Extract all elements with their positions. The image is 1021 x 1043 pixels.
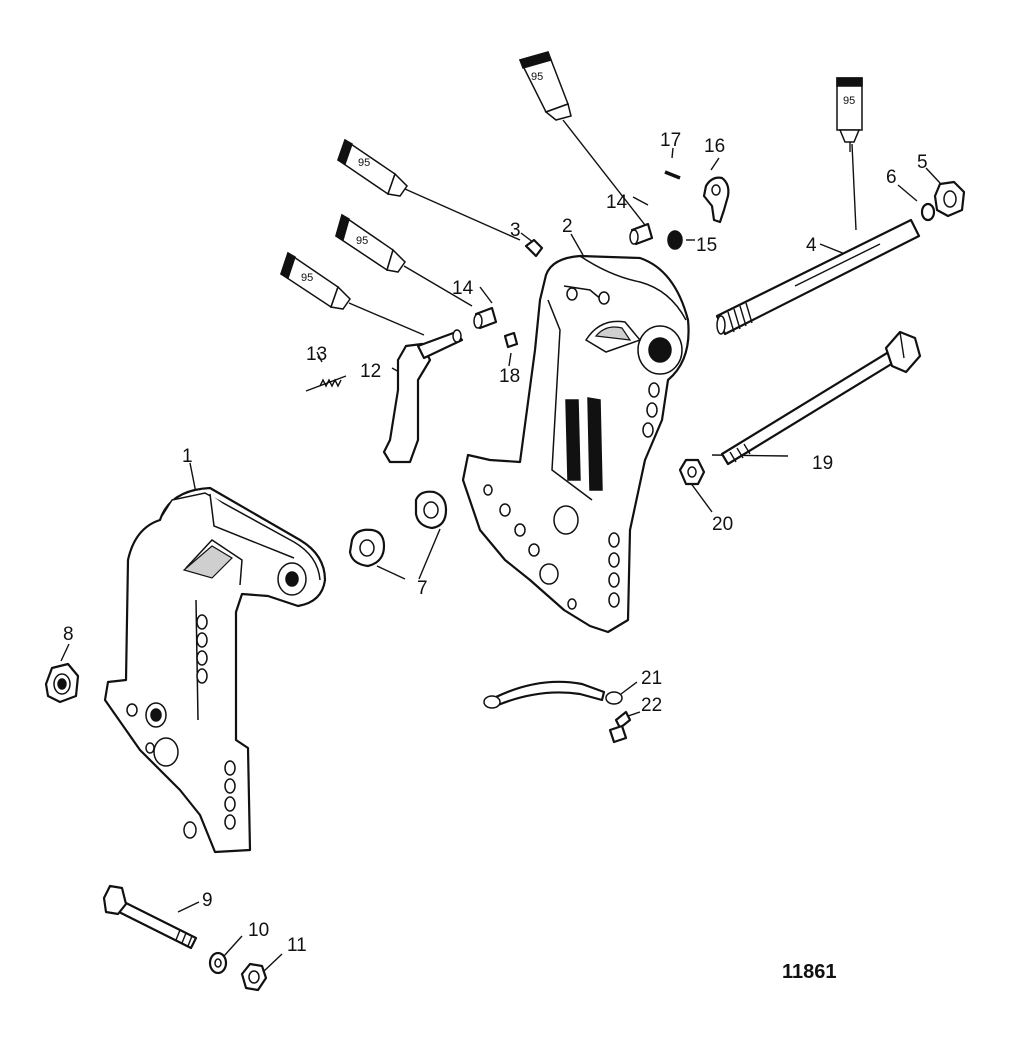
callout-7: 7 (417, 578, 428, 599)
callout-21: 21 (641, 668, 662, 689)
tube-label-95: 95 (358, 157, 370, 169)
callout-17: 17 (660, 130, 681, 151)
hex-nut-8 (44, 662, 80, 704)
callout-16: 16 (704, 136, 725, 157)
callout-1: 1 (182, 446, 193, 467)
callout-22: 22 (641, 695, 662, 716)
callout-15: 15 (696, 235, 717, 256)
tube-label-95: 95 (356, 235, 368, 247)
callout-13: 13 (306, 344, 327, 365)
lubricant-tube-lower-left: 95 (280, 251, 425, 336)
callout-2: 2 (562, 216, 573, 237)
callout-14-upper: 14 (606, 192, 628, 213)
tube-label-95: 95 (531, 71, 543, 83)
flat-washer-10 (208, 951, 228, 975)
lubricant-tube-top: 95 (518, 51, 646, 226)
callout-3: 3 (510, 220, 521, 241)
bracket-2-holes-right (608, 382, 660, 608)
callout-20: 20 (712, 514, 733, 535)
set-screw-18 (503, 331, 519, 349)
hex-nut-11 (240, 962, 268, 992)
spring-13 (305, 375, 347, 392)
lubricant-tube-mid-left: 95 (335, 213, 473, 307)
thrust-washer-7b (414, 490, 448, 530)
bushing-14-upper (629, 222, 654, 246)
tilt-tube (715, 218, 921, 336)
callout-8: 8 (63, 624, 74, 645)
screw-22 (608, 710, 632, 744)
callouts: 1 2 3 4 5 6 7 8 9 10 11 12 13 14 14 15 1… (63, 130, 928, 956)
grease-fitting-3 (524, 238, 544, 258)
callout-6: 6 (886, 167, 897, 188)
callout-18: 18 (499, 366, 520, 387)
figure-number: 11861 (782, 961, 837, 983)
lubricant-tube-right: 95 (836, 77, 863, 152)
hex-nut-5 (933, 180, 966, 218)
tube-label-95: 95 (843, 95, 855, 107)
washer-6 (920, 202, 936, 222)
callout-11: 11 (287, 935, 307, 956)
callout-9: 9 (202, 890, 213, 911)
ground-strap-21 (483, 680, 623, 709)
pin-17 (664, 170, 681, 180)
bracket-1-holes-upper (196, 614, 208, 684)
bushing-14-lower (473, 306, 498, 330)
callout-19: 19 (812, 453, 833, 474)
tube-thread (727, 302, 753, 333)
callout-5: 5 (917, 152, 928, 173)
spring-15 (667, 230, 683, 250)
lower-bolt-thread (175, 929, 193, 947)
left-clamp-bracket (103, 486, 327, 854)
callout-14-lower: 14 (452, 278, 474, 299)
bolt-thread (729, 443, 751, 463)
callout-10: 10 (248, 920, 269, 941)
long-bolt (720, 330, 922, 466)
tilt-lock-lever (382, 329, 464, 464)
thrust-washer-7a (348, 528, 386, 568)
lubricant-tube-upper-left: 95 (337, 138, 521, 241)
hex-nut-20 (678, 458, 706, 486)
callout-12: 12 (360, 361, 381, 382)
tube-label-95: 95 (301, 272, 313, 284)
tilt-lock-16 (702, 176, 730, 224)
lower-bolt (102, 884, 198, 950)
bracket-2-holes-left (483, 484, 577, 610)
callout-4: 4 (806, 235, 817, 256)
bracket-1-holes-lower (224, 760, 236, 830)
right-clamp-bracket (461, 254, 690, 634)
